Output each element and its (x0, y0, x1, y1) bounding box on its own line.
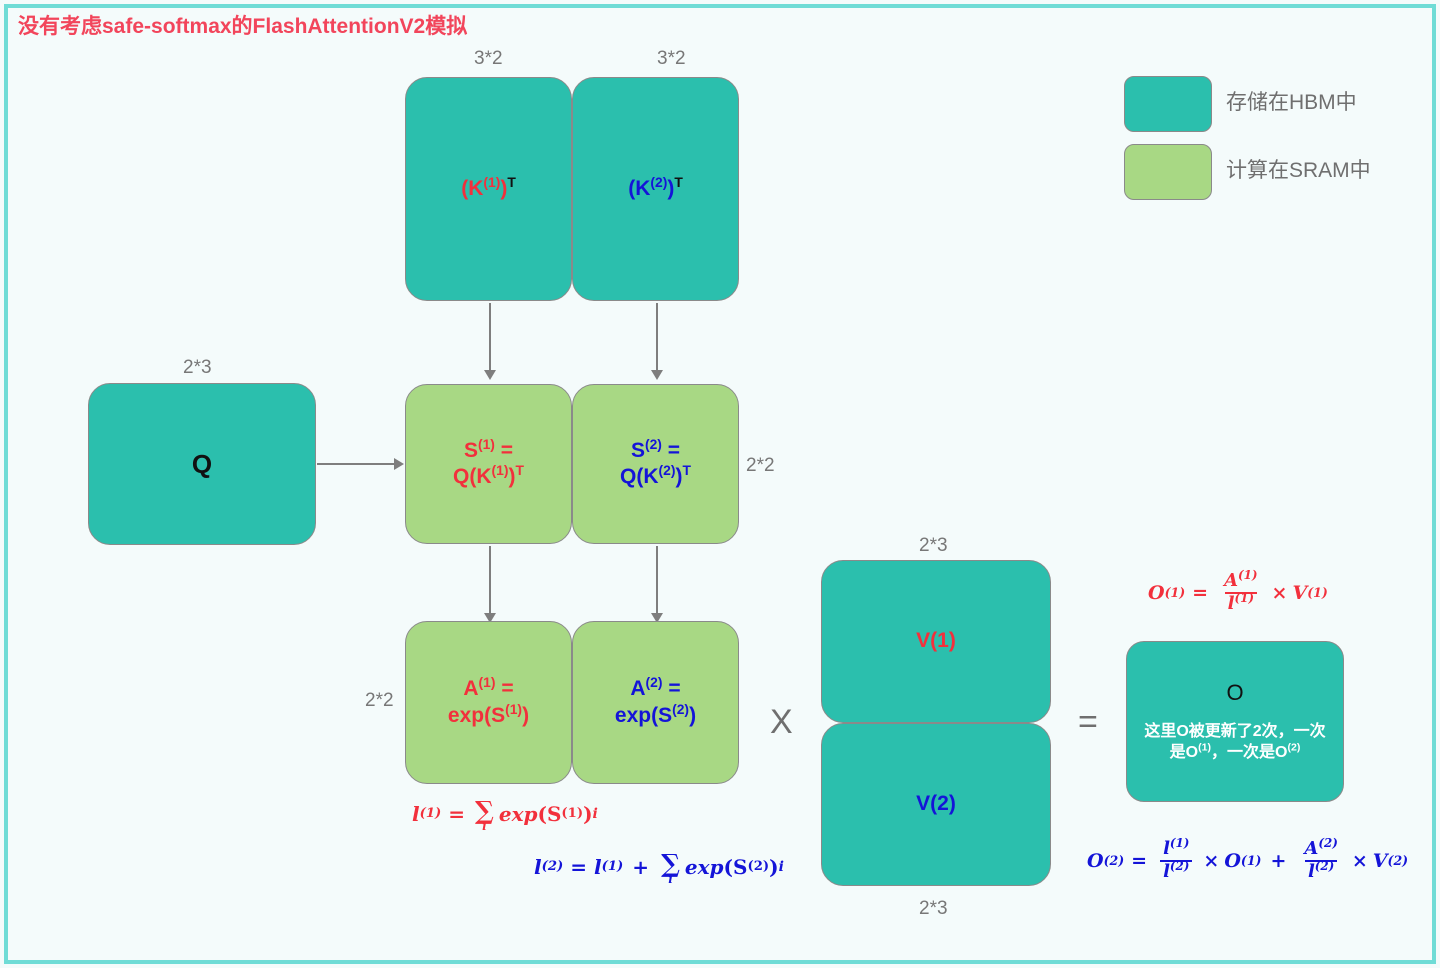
box-v2: V(2) (821, 723, 1051, 886)
arrow-k1-to-s1 (484, 303, 496, 380)
page-title: 没有考虑safe-softmax的FlashAttentionV2模拟 (18, 15, 468, 38)
legend-swatch-hbm (1124, 76, 1212, 132)
legend-label-sram: 计算在SRAM中 (1226, 159, 1371, 182)
box-s2: S(2) =Q(K(2))T (572, 384, 739, 544)
box-k2-transpose: (K(2))T (572, 77, 739, 301)
dim-label-s: 2*2 (746, 455, 775, 476)
box-a2-label: A(2) =exp(S(2)) (614, 674, 697, 727)
box-s2-label: S(2) =Q(K(2))T (620, 435, 691, 488)
dim-label-k1: 3*2 (474, 48, 503, 69)
box-v2-label: V(2) (916, 792, 956, 816)
box-a1-label: A(1) =exp(S(1)) (447, 674, 530, 727)
box-k2-label: (K(2))T (628, 173, 683, 200)
box-k1-label: (K(1))T (461, 173, 516, 200)
box-a2: A(2) =exp(S(2)) (572, 621, 739, 784)
box-o-note: 这里O被更新了2次，一次是O(1)，一次是O(2) (1144, 722, 1326, 762)
legend-swatch-sram (1124, 144, 1212, 200)
operator-multiply: X (770, 703, 793, 741)
legend-label-hbm: 存储在HBM中 (1226, 91, 1357, 114)
box-o-label: O (1226, 680, 1244, 706)
arrow-s2-to-a2 (651, 546, 663, 623)
dim-label-k2: 3*2 (657, 48, 686, 69)
box-k1-transpose: (K(1))T (405, 77, 572, 301)
box-v1: V(1) (821, 560, 1051, 723)
operator-equals: = (1078, 703, 1098, 741)
box-s1-label: S(1) =Q(K(1))T (453, 435, 524, 488)
dim-label-v2: 2*3 (919, 898, 948, 919)
box-a1: A(1) =exp(S(1)) (405, 621, 572, 784)
box-v1-label: V(1) (916, 629, 956, 653)
formula-l2-full: l(2) = l(1) + ∑i exp(S(2))i (534, 849, 784, 887)
dim-label-q: 2*3 (183, 357, 212, 378)
arrow-q-to-s1 (317, 458, 404, 470)
dim-label-v1: 2*3 (919, 535, 948, 556)
formula-o2: O(2) = l(1) l(2) × O(1) + A(2) l(2) × V(… (1087, 836, 1409, 882)
formula-l1: l(1) = ∑i exp(S(1))i (412, 796, 598, 834)
box-o: O 这里O被更新了2次，一次是O(1)，一次是O(2) (1126, 641, 1344, 802)
box-q: Q (88, 383, 316, 545)
arrow-k2-to-s2 (651, 303, 663, 380)
dim-label-a: 2*2 (365, 690, 394, 711)
formula-o1: O(1) = A(1) l(1) × V(1) (1148, 568, 1328, 614)
arrow-s1-to-a1 (484, 546, 496, 623)
box-q-label: Q (191, 448, 213, 479)
box-s1: S(1) =Q(K(1))T (405, 384, 572, 544)
